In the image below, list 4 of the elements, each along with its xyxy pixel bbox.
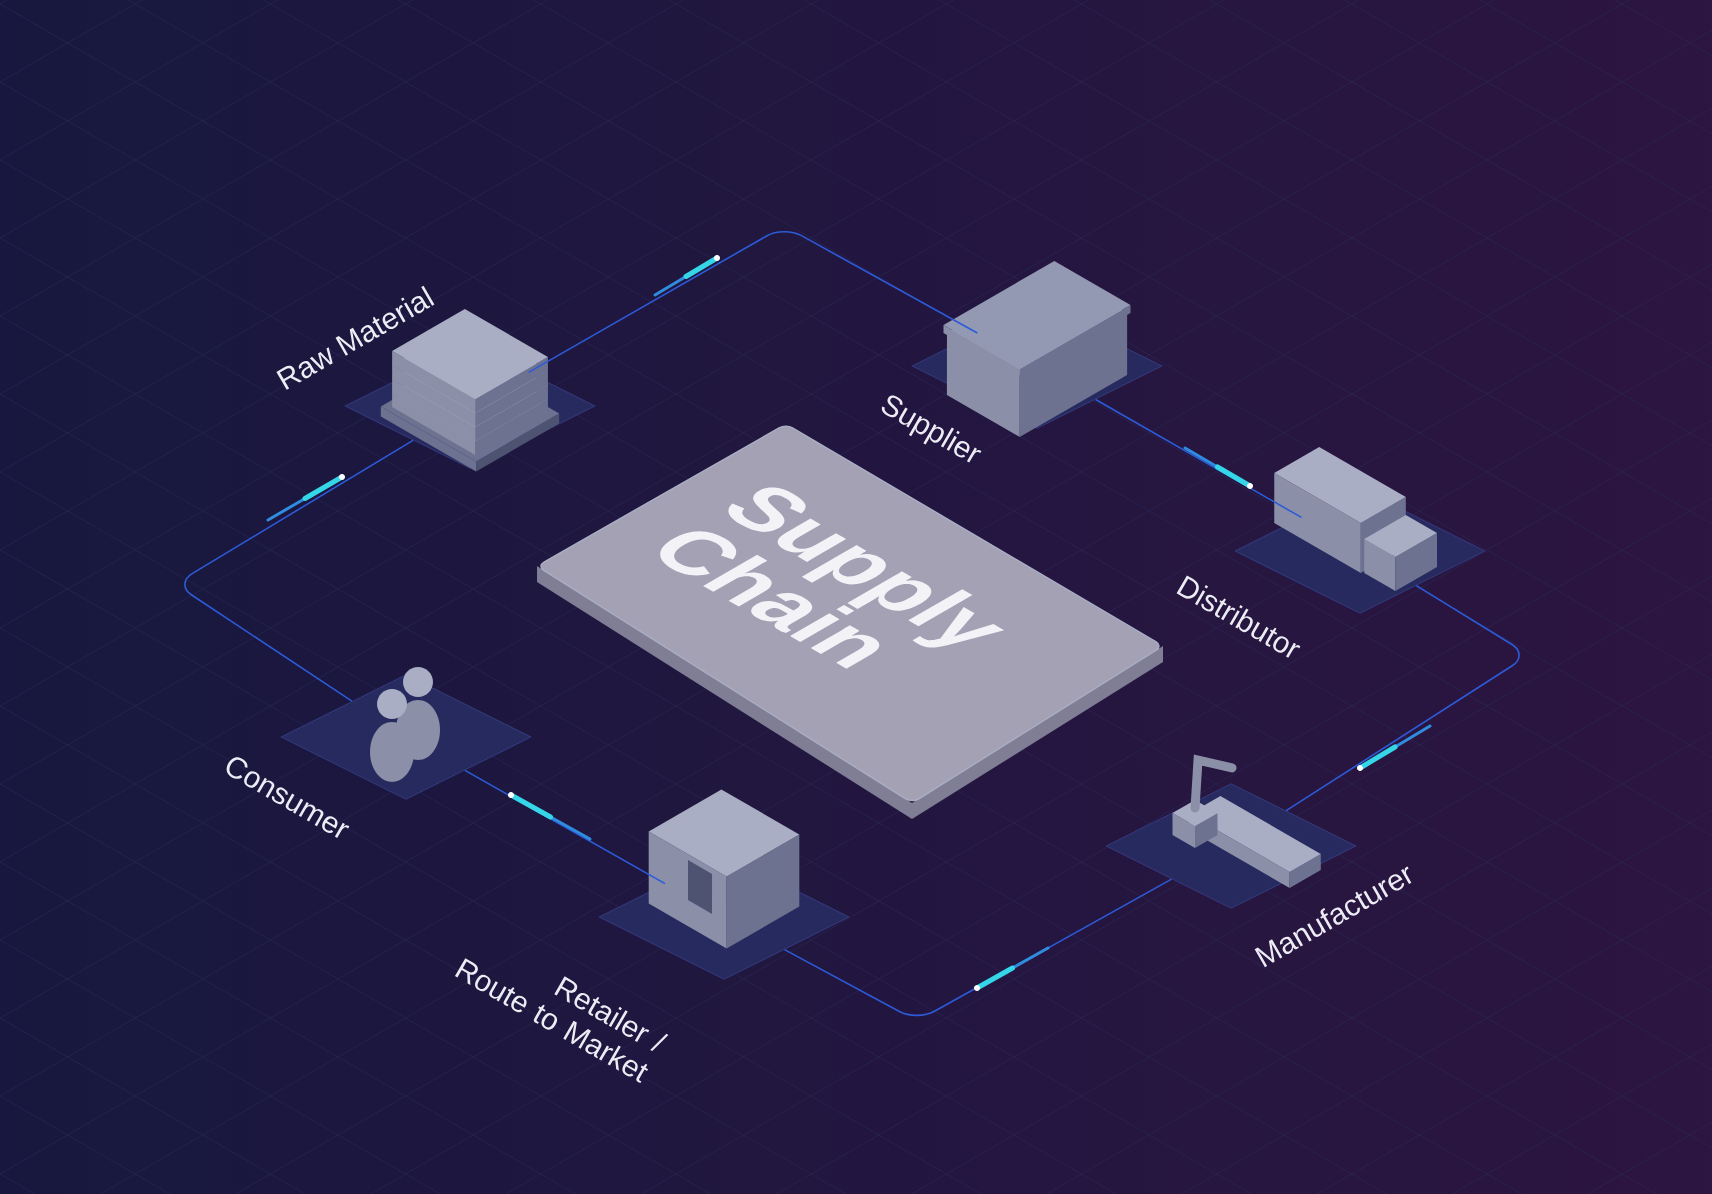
connector-line [527,230,979,374]
connector-line [184,439,414,702]
connector-line [1094,398,1303,519]
connector-line [1285,584,1520,812]
